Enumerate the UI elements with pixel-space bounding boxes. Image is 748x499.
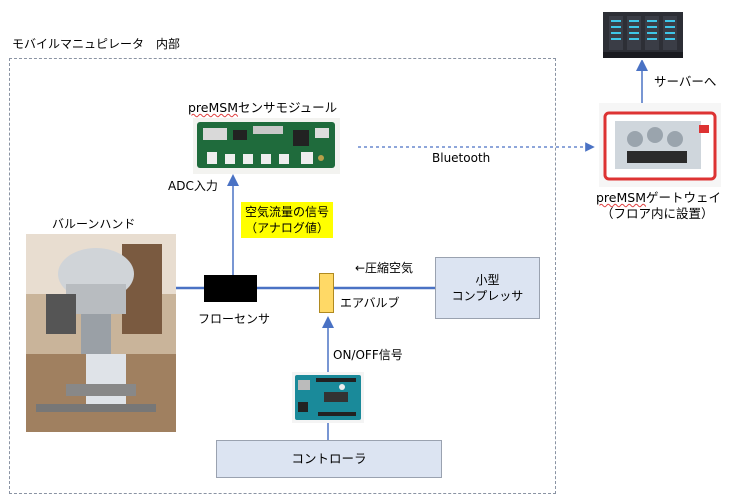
compressor-box: 小型コンプレッサ xyxy=(435,257,540,319)
air-valve-label: エアバルブ xyxy=(340,296,400,310)
controller-box: コントローラ xyxy=(216,440,442,478)
onoff-label: ON/OFF信号 xyxy=(333,348,403,362)
sensor-board-image xyxy=(193,118,340,174)
flow-sensor-label: フローセンサ xyxy=(198,312,271,326)
server-label: サーバーへ xyxy=(654,74,717,89)
server-rack-icon xyxy=(599,8,687,60)
gateway-location-label: （フロア内に設置） xyxy=(601,206,714,221)
sensor-module-label: preMSMセンサモジュール xyxy=(188,100,338,115)
compressor-line2: コンプレッサ xyxy=(451,289,524,303)
compressor-line1: 小型 xyxy=(475,272,500,287)
adc-input-label: ADC入力 xyxy=(168,179,218,193)
gateway-label: preMSMゲートウェイ xyxy=(596,190,722,205)
balloon-hand-label: バルーンハンド xyxy=(52,217,136,231)
signal-note-line1: 空気流量の信号 xyxy=(245,205,330,219)
diagram-title: モバイルマニュピレータ 内部 xyxy=(12,37,181,51)
signal-note-line2: （アナログ値） xyxy=(245,221,329,236)
gateway-device-image xyxy=(599,103,721,187)
bluetooth-label: Bluetooth xyxy=(432,151,491,165)
compressed-air-label: ←圧縮空気 xyxy=(355,261,414,275)
analog-signal-note: 空気流量の信号 （アナログ値） xyxy=(241,202,334,239)
internal-boundary xyxy=(9,58,556,494)
air-valve-block xyxy=(319,273,334,313)
arduino-board-image xyxy=(292,372,364,423)
balloon-hand-photo xyxy=(26,234,176,432)
flow-sensor-block xyxy=(204,275,257,302)
